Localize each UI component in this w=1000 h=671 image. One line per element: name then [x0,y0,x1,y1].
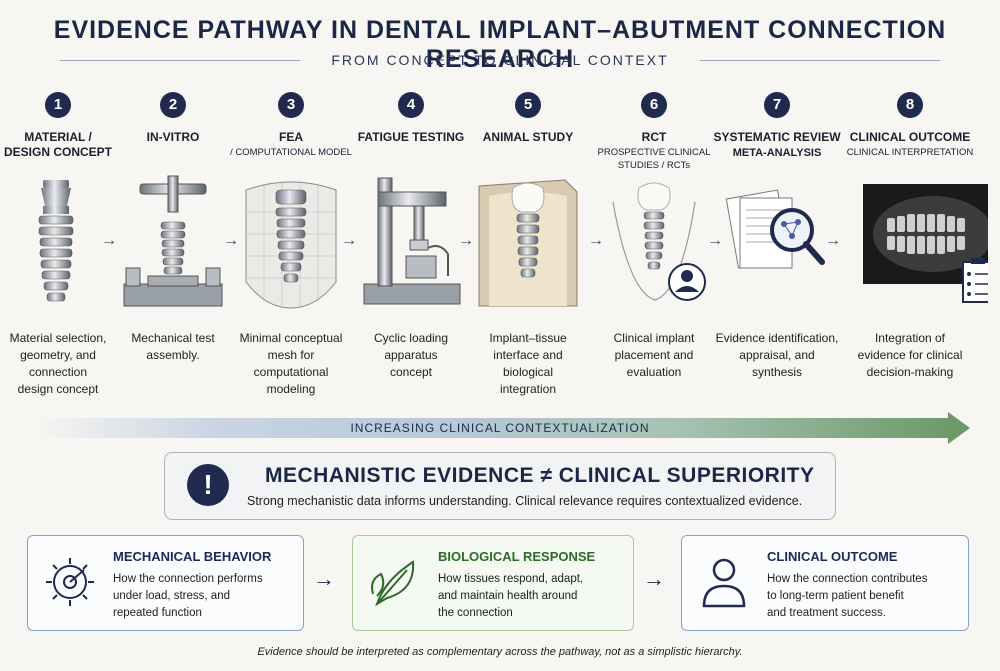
arrow-right-icon: → [588,232,604,249]
gradient-label: INCREASING CLINICAL CONTEXTUALIZATION [350,421,650,435]
step-title: ANIMAL STUDY [482,130,574,144]
arrow-right-icon: → [825,232,841,249]
implant-screw-icon [38,180,74,302]
step-description: Mechanical test assembly. [131,331,215,362]
step-title: SYSTEMATIC REVIEW [713,130,841,144]
step-number-badge: 4 [398,92,424,118]
step-title: IN-VITRO [146,130,200,144]
panel-mechanical-behavior: MECHANICAL BEHAVIOR How the connection p… [27,535,304,631]
arrow-head-icon [948,412,970,444]
step-number-badge: 2 [160,92,186,118]
page-subtitle: FROM CONCEPT TO CLINICAL CONTEXT [331,52,669,68]
arrow-right-icon: → [313,566,335,591]
step-number-badge: 6 [641,92,667,118]
arrow-right-icon: → [223,232,239,249]
step-title: CLINICAL OUTCOME [849,130,971,144]
page-title: EVIDENCE PATHWAY IN DENTAL IMPLANT–ABUTM… [53,16,947,73]
panel-clinical-outcome: CLINICAL OUTCOME How the connection cont… [681,535,969,631]
subtitle-rule-right [700,60,940,61]
leaf-icon [371,560,415,607]
key-message-callout: ! MECHANISTIC EVIDENCE ≠ CLINICAL SUPERI… [164,452,836,520]
exclamation-icon: ! [187,464,229,506]
fea-mesh-icon [245,180,337,309]
panoramic-xray-icon [863,184,988,303]
step-description: Implant–tissue interface and biological … [489,331,567,396]
step-description: Minimal conceptual mesh for computationa… [239,331,343,396]
step-title: FATIGUE TESTING [357,130,465,144]
documents-magnifier-icon [725,189,825,269]
panel-title: CLINICAL OUTCOME [767,549,898,564]
panel-text: How the connection contributes to long-t… [767,573,928,619]
person-icon [702,558,746,608]
step-title: RCT [641,130,667,144]
arrow-right-icon: → [643,566,665,591]
step-description: Material selection, geometry, and connec… [9,331,107,396]
fatigue-machine-icon [363,177,461,305]
arrow-right-icon: → [341,232,357,249]
panel-title: BIOLOGICAL RESPONSE [438,549,596,564]
step-subtitle: META-ANALYSIS [732,147,822,159]
panel-biological-response: BIOLOGICAL RESPONSE How tissues respond,… [352,535,634,631]
step-description: Evidence identification, appraisal, and … [715,331,839,379]
clinical-implant-icon [612,182,706,301]
subtitle-row: FROM CONCEPT TO CLINICAL CONTEXT [60,50,940,72]
step-number-badge: 3 [278,92,304,118]
step-subtitle: / COMPUTATIONAL MODEL [230,147,352,158]
panel-text: How the connection performs under load, … [113,573,263,619]
bone-section-icon [478,179,578,307]
step-description: Cyclic loading apparatus concept [373,331,449,379]
callout-title: MECHANISTIC EVIDENCE ≠ CLINICAL SUPERIOR… [265,464,815,487]
step-number-badge: 1 [45,92,71,118]
callout-text: Strong mechanistic data informs understa… [247,494,803,508]
panel-text: How tissues respond, adapt, and maintain… [438,573,584,619]
arrow-right-icon: → [101,232,117,249]
step-title: FEA [279,130,303,144]
step-number-badge: 7 [764,92,790,118]
arrow-right-icon: → [707,232,723,249]
arrow-right-icon: → [458,232,474,249]
test-fixture-icon [123,175,223,307]
step-title: MATERIAL / DESIGN CONCEPT [3,130,112,159]
contextualization-gradient-bar [32,418,950,438]
step-subtitle: CLINICAL INTERPRETATION [846,147,974,158]
subtitle-rule-left [60,60,300,61]
footer-note: Evidence should be interpreted as comple… [257,646,743,658]
step-number-badge: 5 [515,92,541,118]
gear-icon [46,558,94,606]
step-description: Clinical implant placement and evaluatio… [613,331,695,379]
step-description: Integration of evidence for clinical dec… [857,331,963,379]
step-number-badge: 8 [897,92,923,118]
panel-title: MECHANICAL BEHAVIOR [113,549,272,564]
step-subtitle: PROSPECTIVE CLINICAL STUDIES / RCTs [597,147,711,171]
